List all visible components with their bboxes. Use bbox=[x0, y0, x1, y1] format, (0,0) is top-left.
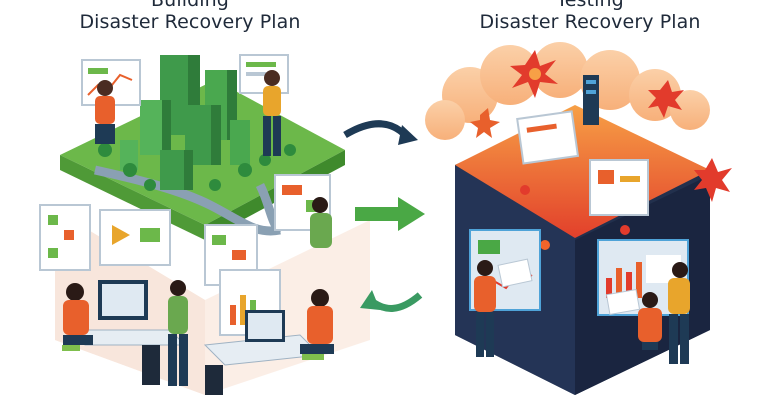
team-members-left bbox=[62, 70, 334, 386]
testing-title-line1: Testing bbox=[556, 0, 624, 11]
testing-title-line2: Disaster Recovery Plan bbox=[479, 11, 701, 33]
team-members-right bbox=[474, 258, 690, 364]
burning-top bbox=[455, 105, 710, 238]
testing-scene bbox=[425, 42, 732, 395]
trees bbox=[98, 143, 296, 191]
building-title-line1: Building bbox=[151, 0, 229, 11]
building-scene bbox=[39, 54, 370, 395]
testing-plan-title: Testing Disaster Recovery Plan bbox=[440, 0, 740, 33]
city-buildings bbox=[120, 55, 250, 190]
building-plan-title: Building Disaster Recovery Plan bbox=[40, 0, 340, 33]
smoke-cloud bbox=[425, 42, 710, 140]
arrow-middle-icon bbox=[355, 197, 425, 231]
arrow-top-icon bbox=[343, 120, 408, 139]
building-title-line2: Disaster Recovery Plan bbox=[79, 11, 301, 33]
cycle-arrows bbox=[343, 120, 425, 312]
